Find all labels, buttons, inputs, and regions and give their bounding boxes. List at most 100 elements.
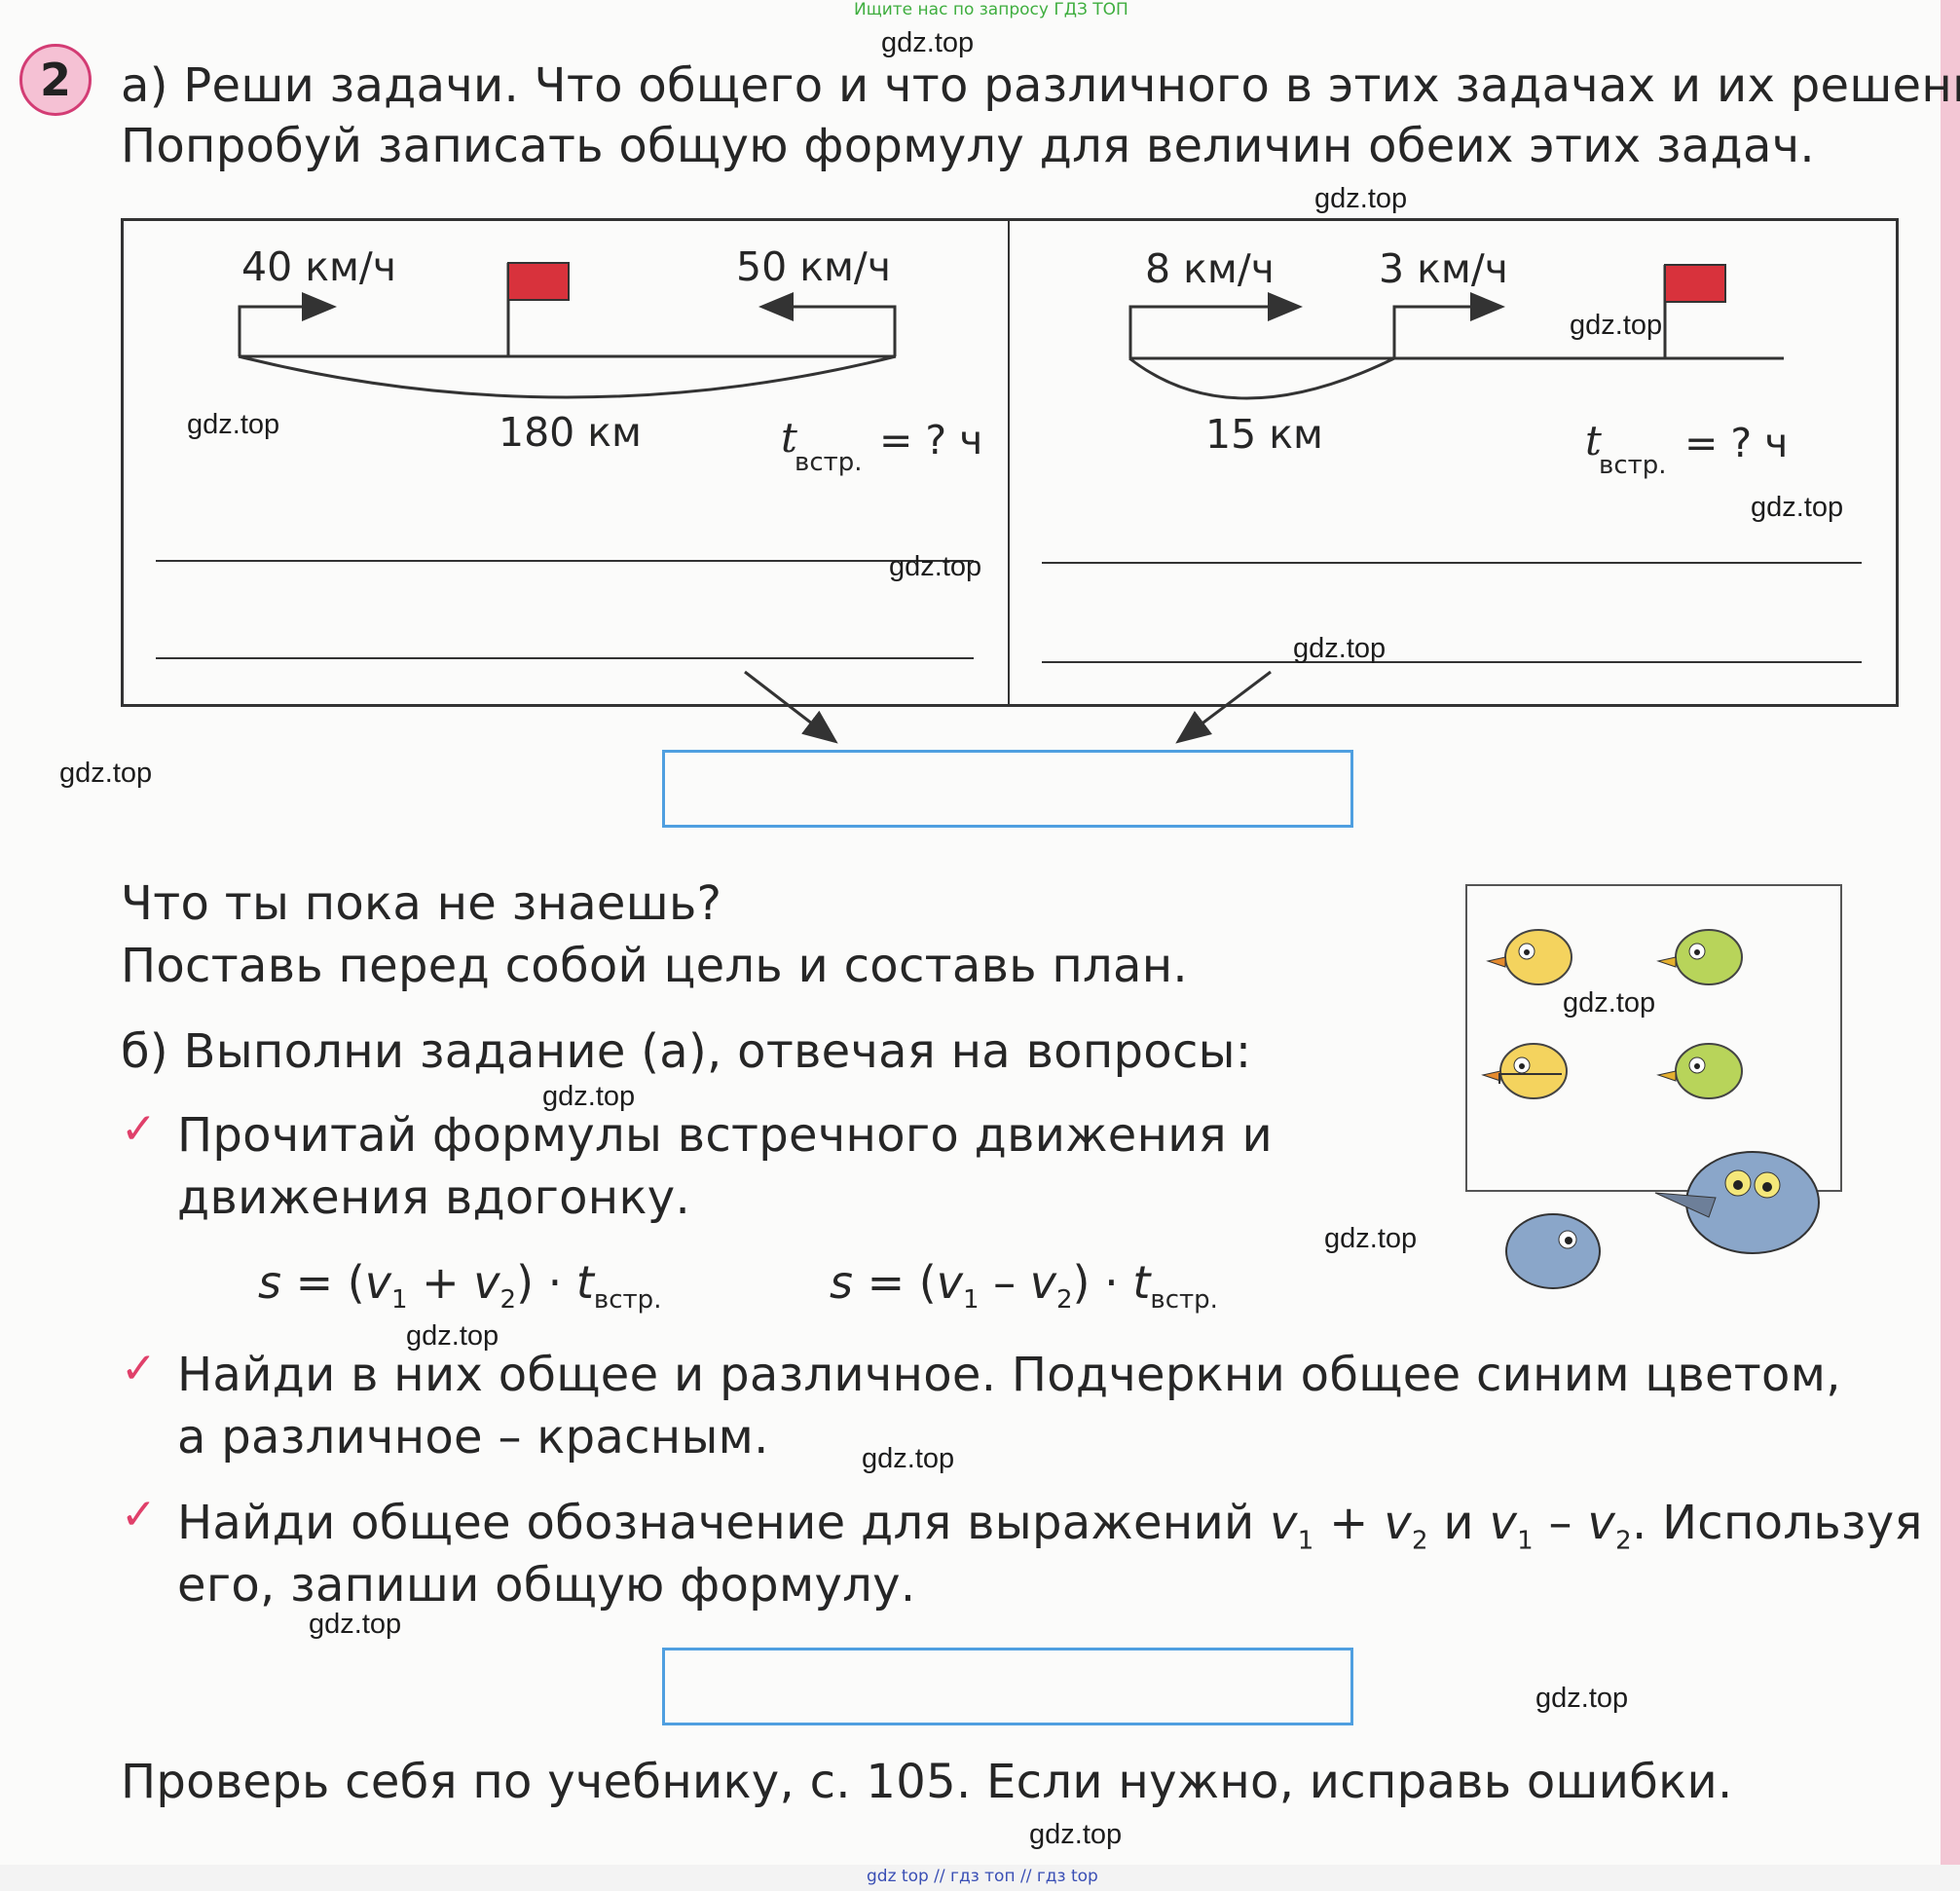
- watermark: gdz.top: [1293, 633, 1387, 664]
- yellow-bird-icon-1: [1486, 929, 1572, 985]
- p1-distance-arc: [238, 354, 897, 399]
- formula2-op: –: [979, 1256, 1030, 1309]
- check3-v-c: v: [1489, 1496, 1518, 1550]
- formula2-sub2: 2: [1055, 1285, 1073, 1316]
- formula1-s: s: [258, 1256, 281, 1309]
- unknown-question: Что ты пока не знаешь?: [121, 876, 722, 931]
- formula1-eq: = (: [280, 1256, 365, 1309]
- formula1-v1: v: [364, 1256, 391, 1309]
- formula1-sub1: 1: [390, 1285, 408, 1316]
- goal-instruction: Поставь перед собой цель и составь план.: [121, 939, 1188, 993]
- watermark: gdz.top: [406, 1320, 499, 1352]
- bottom-shade: [0, 1865, 1960, 1891]
- p1-arrow-right: [238, 292, 337, 356]
- p1-flag: [507, 262, 570, 301]
- p2-t-equals: = ? ч: [1684, 420, 1789, 466]
- problems-frame: [121, 218, 1899, 707]
- formula2-v2: v: [1029, 1256, 1056, 1309]
- formula-chase: s = (v1 – v2) · tвстр.: [830, 1256, 1218, 1315]
- watermark: gdz.top: [309, 1609, 402, 1640]
- formula1-v2: v: [473, 1256, 500, 1309]
- task-b: б) Выполни задание (а), отвечая на вопро…: [121, 1024, 1252, 1079]
- watermark: gdz.top: [187, 409, 280, 440]
- check1-line2: движения вдогонку.: [177, 1170, 691, 1225]
- formula2-t: t: [1132, 1256, 1151, 1309]
- top-banner: Ищите нас по запросу ГДЗ ТОП: [854, 0, 1128, 19]
- green-bird-icon-1: [1656, 929, 1743, 985]
- p2-distance: 15 км: [1205, 411, 1323, 458]
- formula1-sub2: 2: [499, 1285, 517, 1316]
- p2-t-symbol: t: [1585, 417, 1602, 464]
- check1-line1: Прочитай формулы встречного движения и: [177, 1108, 1273, 1163]
- check3-pre: Найди общее обозначение для выражений: [177, 1496, 1271, 1550]
- watermark: gdz.top: [889, 551, 982, 582]
- check3-v-a: v: [1270, 1496, 1298, 1550]
- p2-t-subscript: встр.: [1599, 451, 1667, 480]
- watermark: gdz.top: [1563, 987, 1656, 1019]
- verify-instruction: Проверь себя по учебнику, с. 105. Если н…: [121, 1755, 1733, 1809]
- yellow-bird-icon-2: [1481, 1043, 1568, 1099]
- common-formula-box-1[interactable]: [662, 750, 1353, 828]
- formula2-v1: v: [936, 1256, 963, 1309]
- formula-meeting: s = (v1 + v2) · tвстр.: [258, 1256, 661, 1315]
- arrow-to-box-left: [744, 670, 838, 744]
- small-arrow-icon: [1498, 1073, 1562, 1084]
- check3-and: и: [1427, 1496, 1490, 1550]
- check3-sub-c: 1: [1517, 1526, 1534, 1556]
- watermark: gdz.top: [1751, 492, 1844, 523]
- watermark: gdz.top: [881, 27, 975, 58]
- watermark: gdz.top: [1314, 183, 1408, 214]
- p1-t-subscript: встр.: [795, 448, 863, 477]
- birds-illustration-frame: [1465, 884, 1842, 1192]
- check-mark-2: ✓: [121, 1344, 157, 1393]
- check2-line1: Найди в них общее и различное. Подчеркни…: [177, 1348, 1841, 1402]
- arrow-to-box-right: [1175, 670, 1272, 744]
- watermark: gdz.top: [1029, 1819, 1123, 1850]
- check3-plus: +: [1313, 1496, 1385, 1550]
- check3-line1: Найди общее обозначение для выражений v1…: [177, 1494, 1923, 1571]
- p2-flag: [1664, 264, 1726, 303]
- watermark: gdz.top: [542, 1081, 636, 1112]
- formula2-sub1: 1: [962, 1285, 980, 1316]
- check3-v-d: v: [1587, 1496, 1616, 1550]
- formula2-s: s: [830, 1256, 853, 1309]
- formula1-tsub: встр.: [593, 1285, 662, 1316]
- p1-speed1: 40 км/ч: [241, 243, 396, 290]
- check3-sub-d: 2: [1615, 1526, 1632, 1556]
- p2-distance-arc: [1128, 356, 1395, 400]
- watermark: gdz.top: [1324, 1223, 1418, 1254]
- task-number-badge: 2: [19, 44, 92, 116]
- p2-arrow-2: [1392, 292, 1505, 358]
- common-formula-box-2[interactable]: [662, 1648, 1353, 1725]
- formula2-tsub: встр.: [1150, 1285, 1218, 1316]
- p2-speed2: 3 км/ч: [1379, 245, 1508, 292]
- watermark: gdz.top: [59, 758, 153, 789]
- formula1-op: +: [407, 1256, 474, 1309]
- watermark: gdz.top: [862, 1443, 955, 1474]
- p1-arrow-left: [758, 292, 897, 356]
- check-mark-1: ✓: [121, 1104, 157, 1154]
- check3-sub-b: 2: [1411, 1526, 1428, 1556]
- page-edge-pink: [1941, 0, 1960, 1891]
- formula2-close: ) ·: [1072, 1256, 1133, 1309]
- formula1-close: ) ·: [516, 1256, 576, 1309]
- check3-post: . Используя: [1631, 1496, 1923, 1550]
- birds-illustration: [1481, 929, 1820, 1289]
- check-mark-3: ✓: [121, 1490, 157, 1539]
- green-bird-icon-2: [1656, 1043, 1743, 1099]
- watermark: gdz.top: [1570, 310, 1663, 341]
- check3-v-b: v: [1384, 1496, 1412, 1550]
- p1-speed2: 50 км/ч: [736, 243, 891, 290]
- task-a-line2: Попробуй записать общую формулу для вели…: [121, 119, 1815, 173]
- check3-line2: его, запиши общую формулу.: [177, 1558, 916, 1613]
- check3-sub-a: 1: [1297, 1526, 1314, 1556]
- check3-minus: –: [1534, 1496, 1588, 1550]
- frame-divider: [1008, 218, 1010, 707]
- task-a-line1: а) Реши задачи. Что общего и что различн…: [121, 58, 1960, 113]
- watermark: gdz.top: [1535, 1683, 1629, 1714]
- bottom-banner: gdz top // гдз топ // гдз top: [867, 1867, 1098, 1886]
- p2-speed1: 8 км/ч: [1145, 245, 1275, 292]
- crow-icon-small: [1505, 1213, 1601, 1289]
- formula1-t: t: [575, 1256, 594, 1309]
